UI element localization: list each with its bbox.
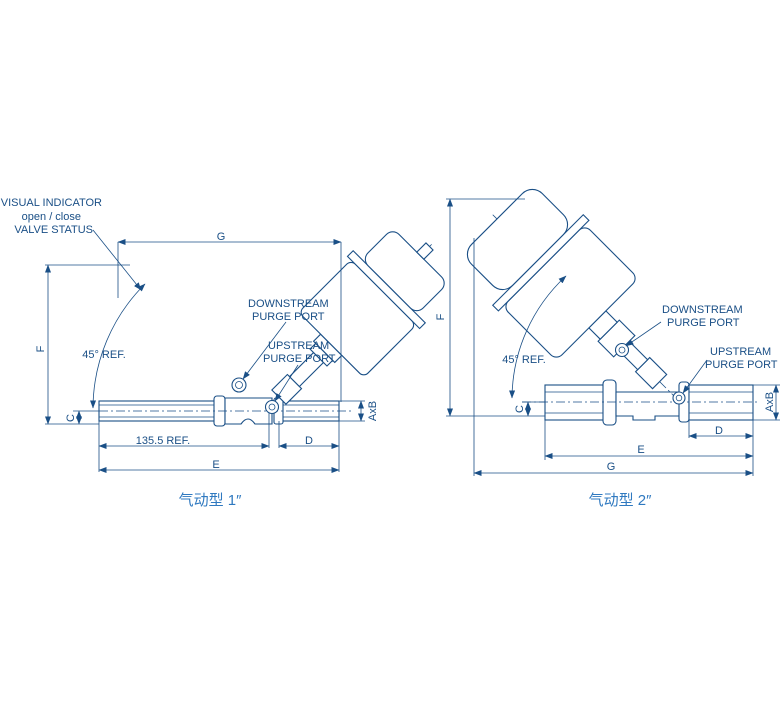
downstream-purge-label-1in-line2: PURGE PORT (252, 311, 325, 323)
dim-f-2in: F (435, 313, 447, 320)
dim-ref-1in: 135.5 REF. (136, 435, 190, 447)
downstream-purge-label-2in-line1: DOWNSTREAM (662, 304, 743, 316)
upstream-purge-label-1in-line2: PURGE PORT (263, 353, 336, 365)
visual-indicator-label-2: open / close (22, 211, 81, 223)
visual-indicator-label-1: VISUAL INDICATOR (1, 197, 102, 209)
dim-g-2in: G (607, 461, 616, 473)
upstream-purge-label-1in-line1: UPSTREAM (268, 340, 329, 352)
caption-1in: 气动型 1″ (179, 492, 243, 509)
visual-indicator-label-3: VALVE STATUS (14, 224, 93, 236)
valve-2in-tubes (522, 379, 760, 426)
valve-1in-drawing (45, 229, 445, 473)
valve-2in-drawing (446, 188, 780, 476)
valve-1in-tubes (98, 395, 351, 427)
dim-axb-1in: AxB (367, 401, 379, 421)
angle-label-2in: 45° REF. (502, 354, 546, 366)
valve-1in-actuator (268, 231, 445, 408)
valve-1in-downstream-port (231, 377, 247, 393)
downstream-purge-label-2in-line2: PURGE PORT (667, 317, 740, 329)
dim-d-2in: D (715, 425, 723, 437)
caption-2in: 气动型 2″ (589, 492, 653, 509)
downstream-purge-label-1in-line1: DOWNSTREAM (248, 298, 329, 310)
dim-axb-2in: AxB (764, 392, 776, 412)
dim-e-2in: E (637, 444, 644, 456)
dim-g-1in: G (217, 231, 226, 243)
upstream-purge-label-2in-line2: PURGE PORT (705, 359, 778, 371)
dim-c-1in: C (65, 414, 77, 422)
valve-2in-upstream-port (672, 391, 686, 405)
dim-c-2in: C (514, 405, 526, 413)
dim-e-1in: E (212, 459, 219, 471)
valve-2in-downstream-port (614, 342, 630, 358)
dim-f-1in: F (35, 345, 47, 352)
valve-1in-upstream-port (264, 399, 280, 415)
upstream-purge-label-2in-line1: UPSTREAM (710, 346, 771, 358)
angle-label-1in: 45° REF. (82, 349, 126, 361)
dim-d-1in: D (305, 435, 313, 447)
